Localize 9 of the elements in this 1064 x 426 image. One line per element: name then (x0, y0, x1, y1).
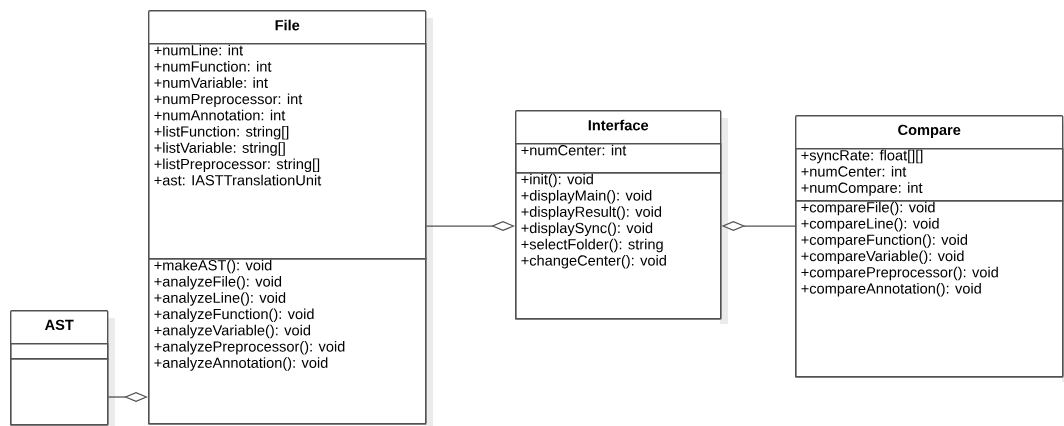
empty-compartment (10, 343, 109, 360)
method-list: +makeAST(): void +analyzeFile(): void +analyzeLine(): void +analyzeFunction(): void +analyzeVariable(): void +analyzePreprocessor(): void +analyzeAnnotation(): void (148, 258, 427, 425)
method-list: +init(): void +displayMain(): void +displayResult(): void +displaySync(): void +selectFolder(): string +changeCenter(): void (515, 172, 722, 320)
attribute-list: +syncRate: float[][] +numCenter: int +numCompare: int (795, 148, 1064, 202)
class-box: AST (10, 310, 115, 426)
attribute-list: +numCenter: int (515, 143, 722, 174)
attribute-list: +numLine: int +numFunction: int +numVariable: int +numPreprocessor: int +numAnnotation: int +listFunction: string[] +listVariable: string[] +listPreprocessor: string[] +ast: IASTTranslationUnit (148, 43, 427, 260)
method-list: +compareFile(): void +compareLine(): void +compareFunction(): void +compareVariable(): void +comparePreprocessor(): void +compareAnnotation(): void (795, 200, 1064, 378)
empty-compartment (10, 358, 109, 426)
